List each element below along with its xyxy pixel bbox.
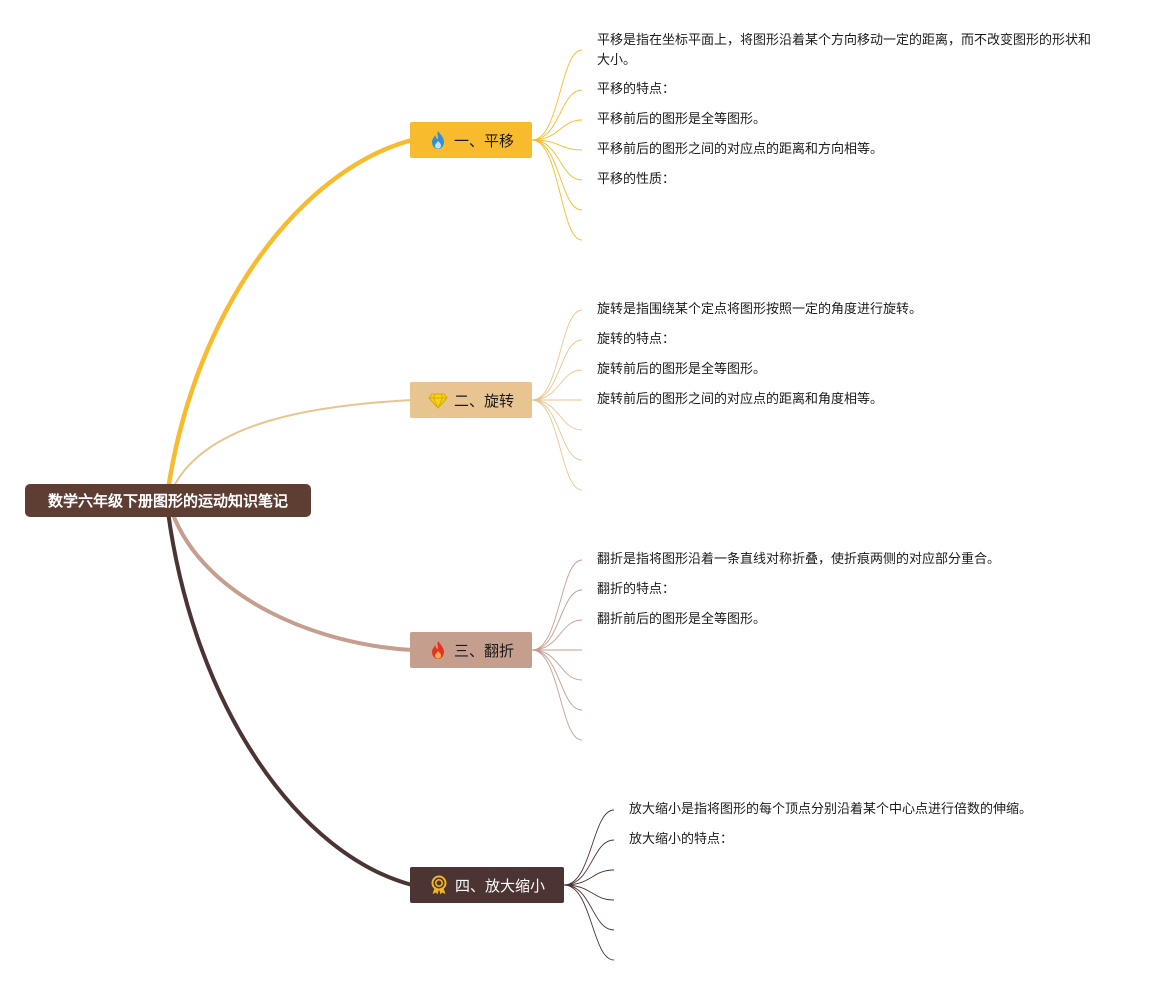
leaf-connector-3-1 [531,559,583,651]
branch-scaling[interactable]: 四、放大缩小 [410,867,564,903]
leaf-connector-2-7 [531,399,583,491]
branch-reflection-label: 三、翻折 [453,641,514,660]
leaf-connector-4-6 [563,884,615,961]
connector-root-branch-2 [171,399,413,491]
root-topic-label: 数学六年级下册图形的运动知识笔记 [47,492,288,510]
leaf-connector-2-3 [531,369,583,401]
branch-rotation[interactable]: 二、旋转 [410,382,532,418]
leaf-connector-3-7 [531,649,583,741]
leaf-rotation-angle[interactable]: 旋转前后的图形之间的对应点的距离和角度相等。 [597,392,884,407]
leaf-connector-4-3 [563,869,615,886]
connector-root-branch-3 [170,510,414,652]
leaf-connector-4-1 [563,809,615,886]
connector-root-branch-1 [165,137,415,493]
diamond-icon [428,390,448,410]
leaf-reflection-definition[interactable]: 翻折是指将图形沿着一条直线对称折叠，使折痕两侧的对应部分重合。 [597,552,1001,567]
award-ribbon-icon [429,875,449,895]
leaf-connector-4-2 [563,839,615,886]
leaf-connector-3-5 [531,649,583,681]
leaf-connector-2-1 [531,309,583,401]
leaf-connector-4-5 [563,884,615,931]
leaf-reflection-features[interactable]: 翻折的特点： [597,582,676,597]
blue-flame-icon [428,130,448,150]
root-topic[interactable]: 数学六年级下册图形的运动知识笔记 [25,484,311,517]
leaf-connector-2-2 [531,339,583,401]
leaf-rotation-features[interactable]: 旋转的特点： [597,332,676,347]
leaf-connector-2-6 [531,399,583,461]
leaf-translation-features[interactable]: 平移的特点： [597,82,676,97]
connector-root-branch-4 [166,510,414,887]
leaf-reflection-congruent[interactable]: 翻折前后的图形是全等图形。 [597,612,767,627]
leaf-scaling-features[interactable]: 放大缩小的特点： [629,832,734,847]
leaf-scaling-definition[interactable]: 放大缩小是指将图形的每个顶点分别沿着某个中心点进行倍数的伸缩。 [629,802,1033,817]
red-flame-icon [428,640,448,660]
branch-rotation-label: 二、旋转 [453,391,514,410]
leaf-connector-1-1 [531,49,583,141]
leaf-connector-3-6 [531,649,583,711]
branch-scaling-label: 四、放大缩小 [454,876,545,895]
leaf-connector-3-3 [531,619,583,651]
leaf-connector-1-7 [531,139,583,241]
branch-translation-label: 一、平移 [453,131,514,150]
leaf-connector-1-6 [531,139,583,211]
leaf-connector-1-2 [531,89,583,141]
leaf-translation-distance[interactable]: 平移前后的图形之间的对应点的距离和方向相等。 [597,142,884,157]
leaf-rotation-congruent[interactable]: 旋转前后的图形是全等图形。 [597,362,767,377]
branch-reflection[interactable]: 三、翻折 [410,632,532,668]
leaf-translation-properties[interactable]: 平移的性质： [597,172,676,187]
leaf-connector-3-2 [531,589,583,651]
leaf-translation-definition[interactable]: 平移是指在坐标平面上，将图形沿着某个方向移动一定的距离，而不改变图形的形状和大小… [597,33,1092,68]
leaf-connector-1-5 [531,139,583,181]
leaf-rotation-definition[interactable]: 旋转是指围绕某个定点将图形按照一定的角度进行旋转。 [597,302,923,317]
branch-translation[interactable]: 一、平移 [410,122,532,158]
leaf-translation-congruent[interactable]: 平移前后的图形是全等图形。 [597,112,767,127]
leaf-connector-2-5 [531,399,583,431]
leaf-connector-1-3 [531,119,583,141]
leaf-connector-4-4 [563,884,615,901]
